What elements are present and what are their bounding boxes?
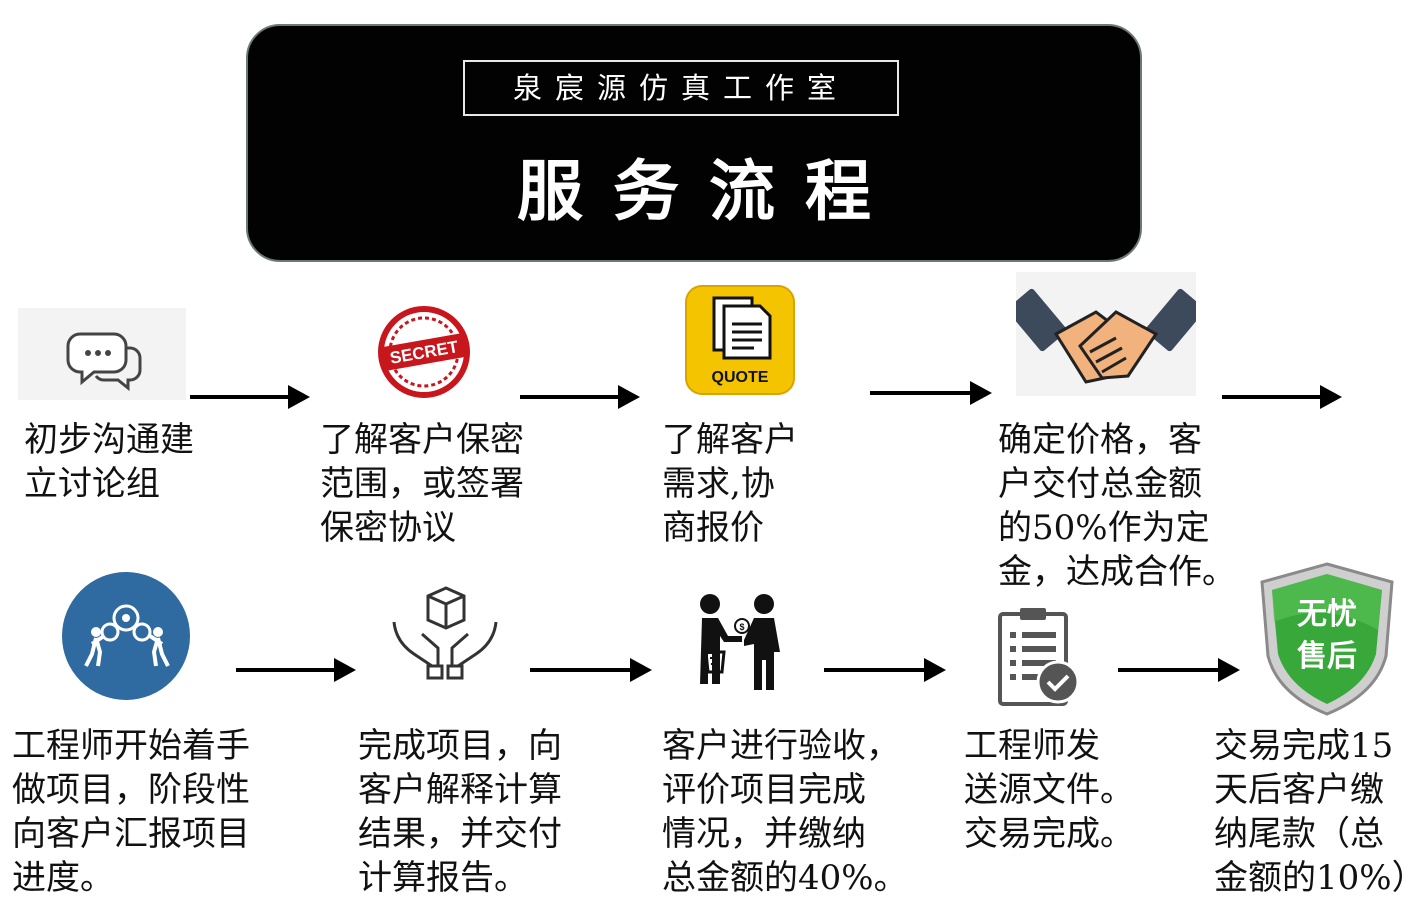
studio-name: 泉宸源仿真工作室: [463, 60, 899, 116]
arrow-2-to-3: [520, 385, 640, 409]
handshake-icon: [1007, 272, 1205, 396]
shield-text-line1: 无忧: [1297, 597, 1357, 632]
quote-badge-text: QUOTE: [712, 369, 769, 386]
step-8-text: 工程师发 送源文件。 交易完成。: [964, 726, 1134, 854]
arrow-8-to-9: [1118, 658, 1240, 682]
step-2-text: 了解客户保密 范围，或签署 保密协议: [320, 420, 524, 548]
arrow-3-to-4: [870, 381, 992, 405]
arrow-7-to-8: [824, 658, 946, 682]
arrow-6-to-7: [530, 658, 652, 682]
chat-bubbles-icon: [18, 308, 186, 400]
svg-text:$: $: [739, 622, 744, 632]
secret-stamp-icon: SECRET: [378, 306, 470, 398]
step-5-text: 工程师开始着手 做项目，阶段性 向客户汇报项目 进度。: [12, 726, 250, 898]
step-9-text: 交易完成15 天后客户缴 纳尾款（总 金额的10%）: [1214, 726, 1414, 898]
page-title: 服务流程: [517, 152, 901, 230]
step-4-text: 确定价格，客 户交付总金额 的50%作为定 金，达成合作。: [998, 420, 1236, 592]
engineers-gears-icon: [60, 570, 192, 702]
arrow-1-to-2: [190, 385, 310, 409]
checklist-icon: [996, 604, 1080, 708]
arrow-4-to-5: [1222, 385, 1342, 409]
arrow-5-to-6: [236, 658, 356, 682]
step-1-text: 初步沟通建 立讨论组: [24, 420, 194, 504]
step-3-text: 了解客户 需求,协 商报价: [662, 420, 798, 548]
shield-aftersales-icon: 无忧 售后: [1256, 560, 1398, 718]
quote-document-icon: QUOTE: [684, 284, 796, 396]
shield-text-line2: 售后: [1297, 639, 1357, 674]
hands-box-icon: [388, 582, 502, 682]
payment-exchange-icon: $: [692, 592, 786, 692]
header-banner: 泉宸源仿真工作室 服务流程: [246, 24, 1142, 262]
step-7-text: 客户进行验收， 评价项目完成 情况，并缴纳 总金额的40%。: [662, 726, 908, 898]
step-6-text: 完成项目，向 客户解释计算 结果，并交付 计算报告。: [358, 726, 562, 898]
